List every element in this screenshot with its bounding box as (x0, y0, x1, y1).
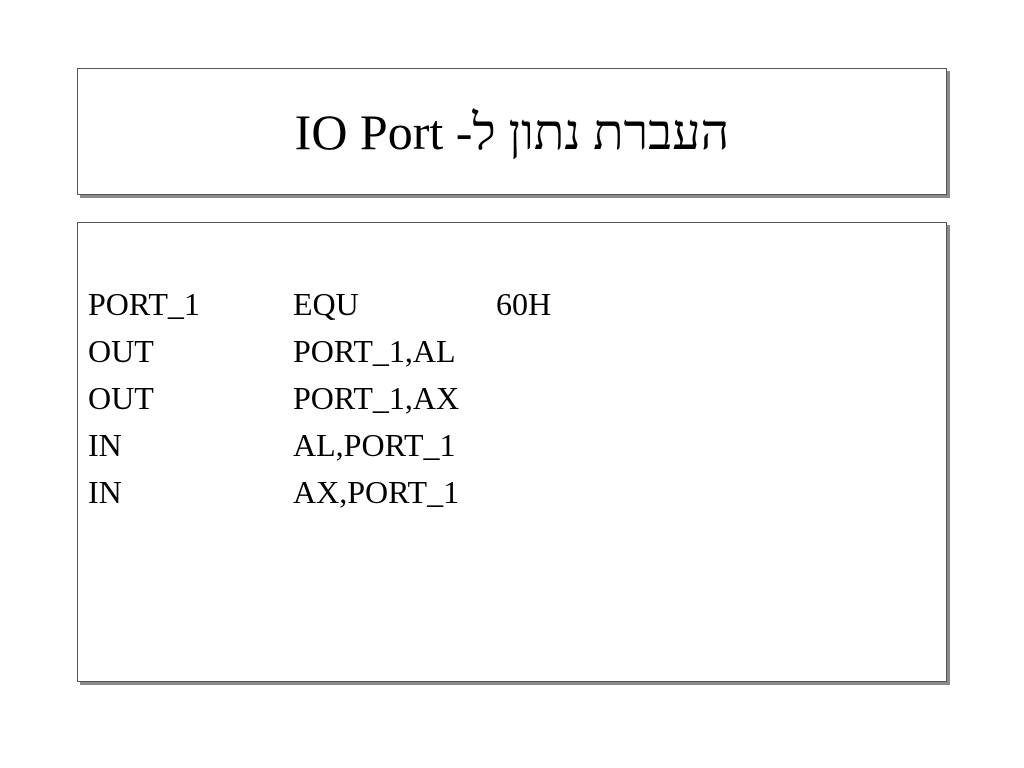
code-mnemonic: OUT (88, 380, 154, 416)
code-operand: PORT_1,AX (293, 380, 460, 416)
code-operand: AX,PORT_1 (293, 474, 460, 510)
code-operand: PORT_1,AL (293, 333, 456, 369)
code-mnemonic: PORT_1 (88, 286, 200, 322)
title-box: העברת נתון ל- IO Port (77, 68, 947, 195)
code-mnemonic: OUT (88, 333, 154, 369)
code-value: 60H (496, 286, 552, 322)
code-mnemonic: IN (88, 427, 122, 463)
content-box: PORT_1 EQU 60H OUT PORT_1,AL OUT PORT_1,… (77, 222, 947, 682)
slide-title: העברת נתון ל- IO Port (294, 103, 730, 160)
code-operand: AL,PORT_1 (293, 427, 456, 463)
code-operand: EQU (293, 286, 359, 322)
code-mnemonic: IN (88, 474, 122, 510)
